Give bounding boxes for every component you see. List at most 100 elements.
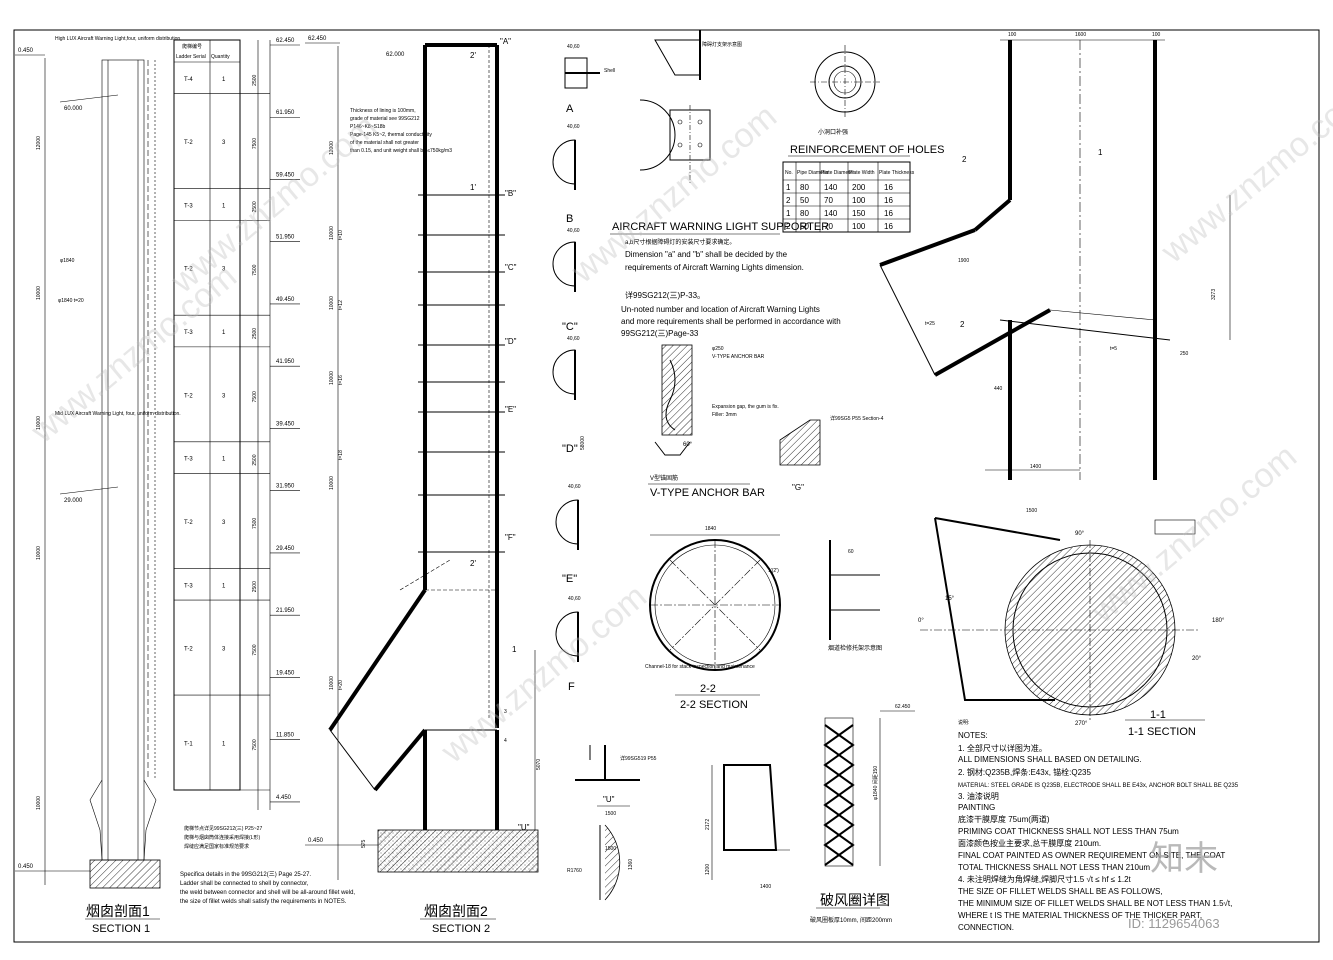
holes-h1: Pipe Diameter [797, 170, 829, 176]
section11-angle-180: 180° [1212, 618, 1225, 624]
ladder-note-0: 爬梯节点详见99SG212(三) P25~27 [184, 825, 262, 832]
holes-row-2: 1 80 140 150 16 [786, 209, 893, 218]
watermark-text-1: www.znzmo.com [23, 257, 244, 451]
windbreaker-note: 破风圈板厚10mm, 间距200mm [810, 916, 892, 924]
aircraft-note-3: 详99SG212(三)P-33。 [625, 290, 705, 300]
ladder-row-qty: 1 [222, 457, 226, 463]
section2-note-5: than 0.15, and unit weight shall be ≤750… [350, 148, 452, 154]
section2-title-en: SECTION 2 [432, 923, 490, 935]
holes-r1-c0: 2 [786, 196, 791, 205]
detail-D: 40,60 "D" [552, 336, 580, 455]
ladder-row-code: T-2 [184, 393, 193, 399]
ladder-row-qty: 1 [222, 203, 226, 209]
ladder-elevation: 49.450 [276, 297, 295, 303]
ladder-row-qty: 1 [222, 77, 226, 83]
ladder-note-3: Specifica details in the 99SG212(三) Page… [180, 871, 311, 878]
aircraft-note-4: Un-noted number and location of Aircraft… [621, 305, 820, 314]
holes-r0-c0: 1 [786, 183, 791, 192]
ladder-row-dim: 2500 [252, 581, 258, 592]
bottom-ref: 详99SG519 P55 [620, 755, 657, 762]
section1-title-cn: 烟囱剖面1 [86, 903, 150, 919]
notes-line-5: PAINTING [958, 803, 995, 812]
anchor-dim: φ250 [712, 346, 724, 352]
platform-bracket: 60 烟道检修托架示意图 [828, 540, 882, 652]
bottom-dim-2: 1360 [628, 859, 634, 870]
anchor-title-cn: V型锚固筋 [650, 474, 678, 482]
ladder-row-dim: 2500 [252, 201, 258, 212]
section2-label-1p: 1' [470, 183, 476, 192]
ladder-elevation: 19.450 [276, 670, 295, 676]
aircraft-note-6: 99SG212(三)Page-33 [621, 329, 699, 338]
section2-t-10: t=10 [338, 230, 344, 240]
section2-elev-62: 62.000 [386, 52, 405, 58]
ladder-row-code: T-2 [184, 647, 193, 653]
section2-label-2p: 2' [470, 559, 476, 568]
section22-marker: 1'(2') [768, 568, 779, 574]
watermark-text-2: www.znzmo.com [163, 107, 384, 301]
ladder-note-5: the weld between connector and shell wil… [180, 890, 355, 896]
branch-dim-3273: 3273 [1211, 289, 1217, 300]
watermark-logo: 知末 [1150, 840, 1218, 878]
platform-title-cn: 烟道检修托架示意图 [828, 644, 882, 652]
holes-r0-c2: 140 [824, 183, 838, 192]
section2-t-18: t=18 [338, 450, 344, 460]
section11-dim-1500: 1500 [1026, 508, 1037, 514]
holes-row-1: 2 50 70 100 16 [786, 196, 893, 205]
aircraft-title-cn: 障碍灯支架示意图 [702, 41, 742, 48]
section1-title-en: SECTION 1 [92, 923, 150, 935]
holes-r3-c0: 2 [786, 222, 791, 231]
detail-A-shell: Shell [604, 68, 615, 74]
holes-r2-c3: 150 [852, 209, 866, 218]
aircraft-note-5: and more requirements shall be performed… [621, 317, 841, 326]
holes-r1-c4: 16 [884, 196, 893, 205]
section11-angle-90: 90° [1075, 531, 1085, 537]
anchor-ref: 详99SG5 P55 Section-4 [830, 415, 884, 422]
section2-title-cn: 烟囱剖面2 [424, 903, 488, 919]
section2-note-3: Page-145 K5~2, thermal conductivity [350, 132, 432, 138]
detail-A-dim: 40,60 [567, 44, 580, 50]
ladder-elevation: 31.950 [276, 484, 295, 490]
section1-elev-60: 60.000 [64, 106, 83, 112]
holes-r2-c0: 1 [786, 209, 791, 218]
ladder-row-code: T-4 [184, 77, 193, 83]
section2-t-16: t=16 [338, 375, 344, 385]
ladder-header-cn: 爬梯编号 [182, 43, 202, 50]
notes-block: 说明: NOTES: 1. 全部尺寸以详图为准。 ALL DIMENSIONS … [958, 719, 1239, 932]
aircraft-note-0: a,b尺寸根据障碍灯的安装尺寸要求确定。 [625, 238, 735, 246]
notes-line-13: THE MINIMUM SIZE OF FILLET WELDS SHALL B… [958, 899, 1232, 908]
detail-D-label: "D" [562, 443, 578, 455]
section1-pipe-label: φ1840 t=20 [58, 298, 84, 304]
section22-label: 2-2 [700, 683, 716, 695]
ladder-row-dim: 7500 [252, 739, 258, 750]
ladder-note-1: 爬梯与烟囱筒体连接采用焊接(L形) [184, 834, 260, 841]
section2-elev-bottom: 0.450 [308, 838, 324, 844]
section2-dim-base-575: 575 [361, 839, 367, 848]
watermark-layer: www.znzmo.com www.znzmo.com www.znzmo.co… [23, 77, 1333, 931]
ladder-row-qty: 1 [222, 583, 226, 589]
ladder-total-dim: 58000 [580, 436, 586, 450]
section2-note-1: grade of material see 99SG212 [350, 116, 420, 122]
holes-r0-c1: 80 [800, 183, 809, 192]
section2-marker-D: "D" [505, 337, 517, 346]
section2-t-12: t=12 [338, 300, 344, 310]
notes-line-12: THE SIZE OF FILLET WELDS SHALL BE AS FOL… [958, 887, 1163, 896]
platform-dim: 60 [848, 549, 854, 555]
branch-t5: t=5 [1110, 346, 1117, 352]
bottom-dim-5: 1400 [760, 884, 771, 890]
section1-note-top: High LUX Aircraft Warning Light,four, un… [55, 36, 182, 42]
holes-h3: Plate Width [849, 170, 875, 176]
ladder-row-code: T-2 [184, 267, 193, 273]
section2-marker-A: "A" [500, 37, 511, 46]
section1-note-mid: Mid LUX Aircraft Warning Light, four, un… [55, 411, 181, 417]
branch-dim-440: 440 [994, 386, 1003, 392]
notes-line-14: WHERE t IS THE MATERIAL THICKNESS OF THE… [958, 911, 1202, 920]
detail-A-label: A [566, 103, 574, 115]
ladder-header-qty: Quantity [211, 54, 230, 60]
holes-r2-c2: 140 [824, 209, 838, 218]
ladder-header-serial: Ladder Serial [176, 54, 206, 60]
branch-dim-0: 100 [1008, 32, 1017, 38]
ladder-elevation: 39.450 [276, 421, 295, 427]
ladder-elevation: 61.950 [276, 110, 295, 116]
notes-line-11: 4. 未注明焊缝为角焊缝,焊脚尺寸1.5 √t ≤ hf ≤ 1.2t [958, 874, 1132, 884]
